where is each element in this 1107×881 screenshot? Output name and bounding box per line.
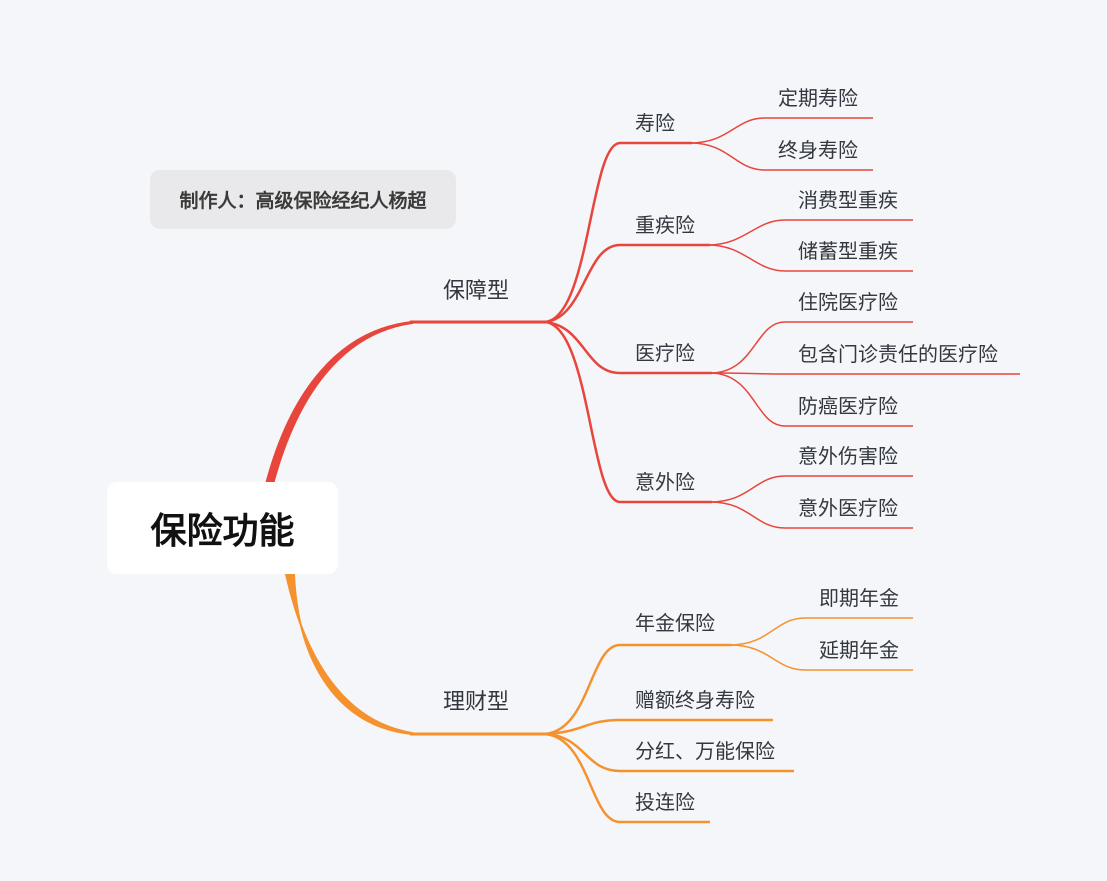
node-medical[interactable]: 医疗险 (635, 341, 695, 365)
edge-l3-2-2 (707, 244, 913, 272)
leaf-cancer-medical[interactable]: 防癌医疗险 (798, 394, 898, 418)
node-accident[interactable]: 意外险 (635, 470, 695, 494)
edge-b2-l2-2 (544, 718, 773, 736)
leaf-consumer-ci[interactable]: 消费型重疾 (798, 188, 898, 212)
node-critical-illness[interactable]: 重疾险 (635, 213, 695, 237)
leaf-accident-medical[interactable]: 意外医疗险 (798, 496, 898, 520)
edge-l3-3-1 (709, 321, 913, 374)
leaf-whole-life[interactable]: 终身寿险 (778, 138, 858, 162)
node-unit-linked[interactable]: 投连险 (635, 790, 695, 814)
edge-l3-3-2 (709, 372, 1020, 375)
leaf-immediate-annuity[interactable]: 即期年金 (819, 586, 899, 610)
root-label: 保险功能 (150, 511, 295, 552)
edge-b1-l2-2 (544, 243, 710, 324)
author-note: 制作人：高级保险经纪人杨超 (150, 170, 456, 229)
leaf-inpatient-medical[interactable]: 住院医疗险 (798, 290, 898, 314)
edge-b1-l2-3 (544, 320, 712, 375)
leaf-deferred-annuity[interactable]: 延期年金 (819, 638, 899, 662)
edge-b1-l2-1 (544, 141, 692, 324)
branch-node-protection[interactable]: 保障型 (443, 279, 510, 304)
leaf-savings-ci[interactable]: 储蓄型重疾 (798, 239, 898, 263)
edge-l3-1-1 (689, 117, 873, 144)
edge-root-branch-2 (284, 573, 413, 736)
edge-root-branch-1 (263, 320, 413, 489)
author-note-text: 制作人：高级保险经纪人杨超 (179, 190, 427, 212)
edge-b1-l2-4 (544, 320, 712, 504)
root-node[interactable]: 保险功能 (107, 482, 338, 574)
edge-l3-5-2 (729, 644, 913, 671)
edge-l3-2-1 (707, 219, 913, 246)
leaf-term-life[interactable]: 定期寿险 (778, 86, 858, 110)
edge-l3-4-2 (709, 501, 913, 529)
node-increasing-whole-life[interactable]: 赠额终身寿险 (635, 688, 755, 712)
edge-b2-l2-4 (544, 732, 710, 824)
node-life-insurance[interactable]: 寿险 (635, 111, 675, 135)
edge-l3-5-1 (729, 617, 913, 646)
edge-l3-3-3 (709, 372, 913, 427)
leaf-outpatient-medical[interactable]: 包含门诊责任的医疗险 (798, 342, 998, 366)
node-annuity[interactable]: 年金保险 (635, 611, 715, 635)
branch-node-wealth[interactable]: 理财型 (443, 690, 510, 715)
node-participating-universal[interactable]: 分红、万能保险 (635, 739, 775, 763)
edge-l3-4-1 (709, 475, 913, 503)
edge-b2-l2-3 (544, 732, 794, 773)
edge-b2-l2-1 (544, 643, 732, 736)
edge-l3-1-2 (689, 142, 873, 171)
leaf-accident-injury[interactable]: 意外伤害险 (798, 444, 898, 468)
